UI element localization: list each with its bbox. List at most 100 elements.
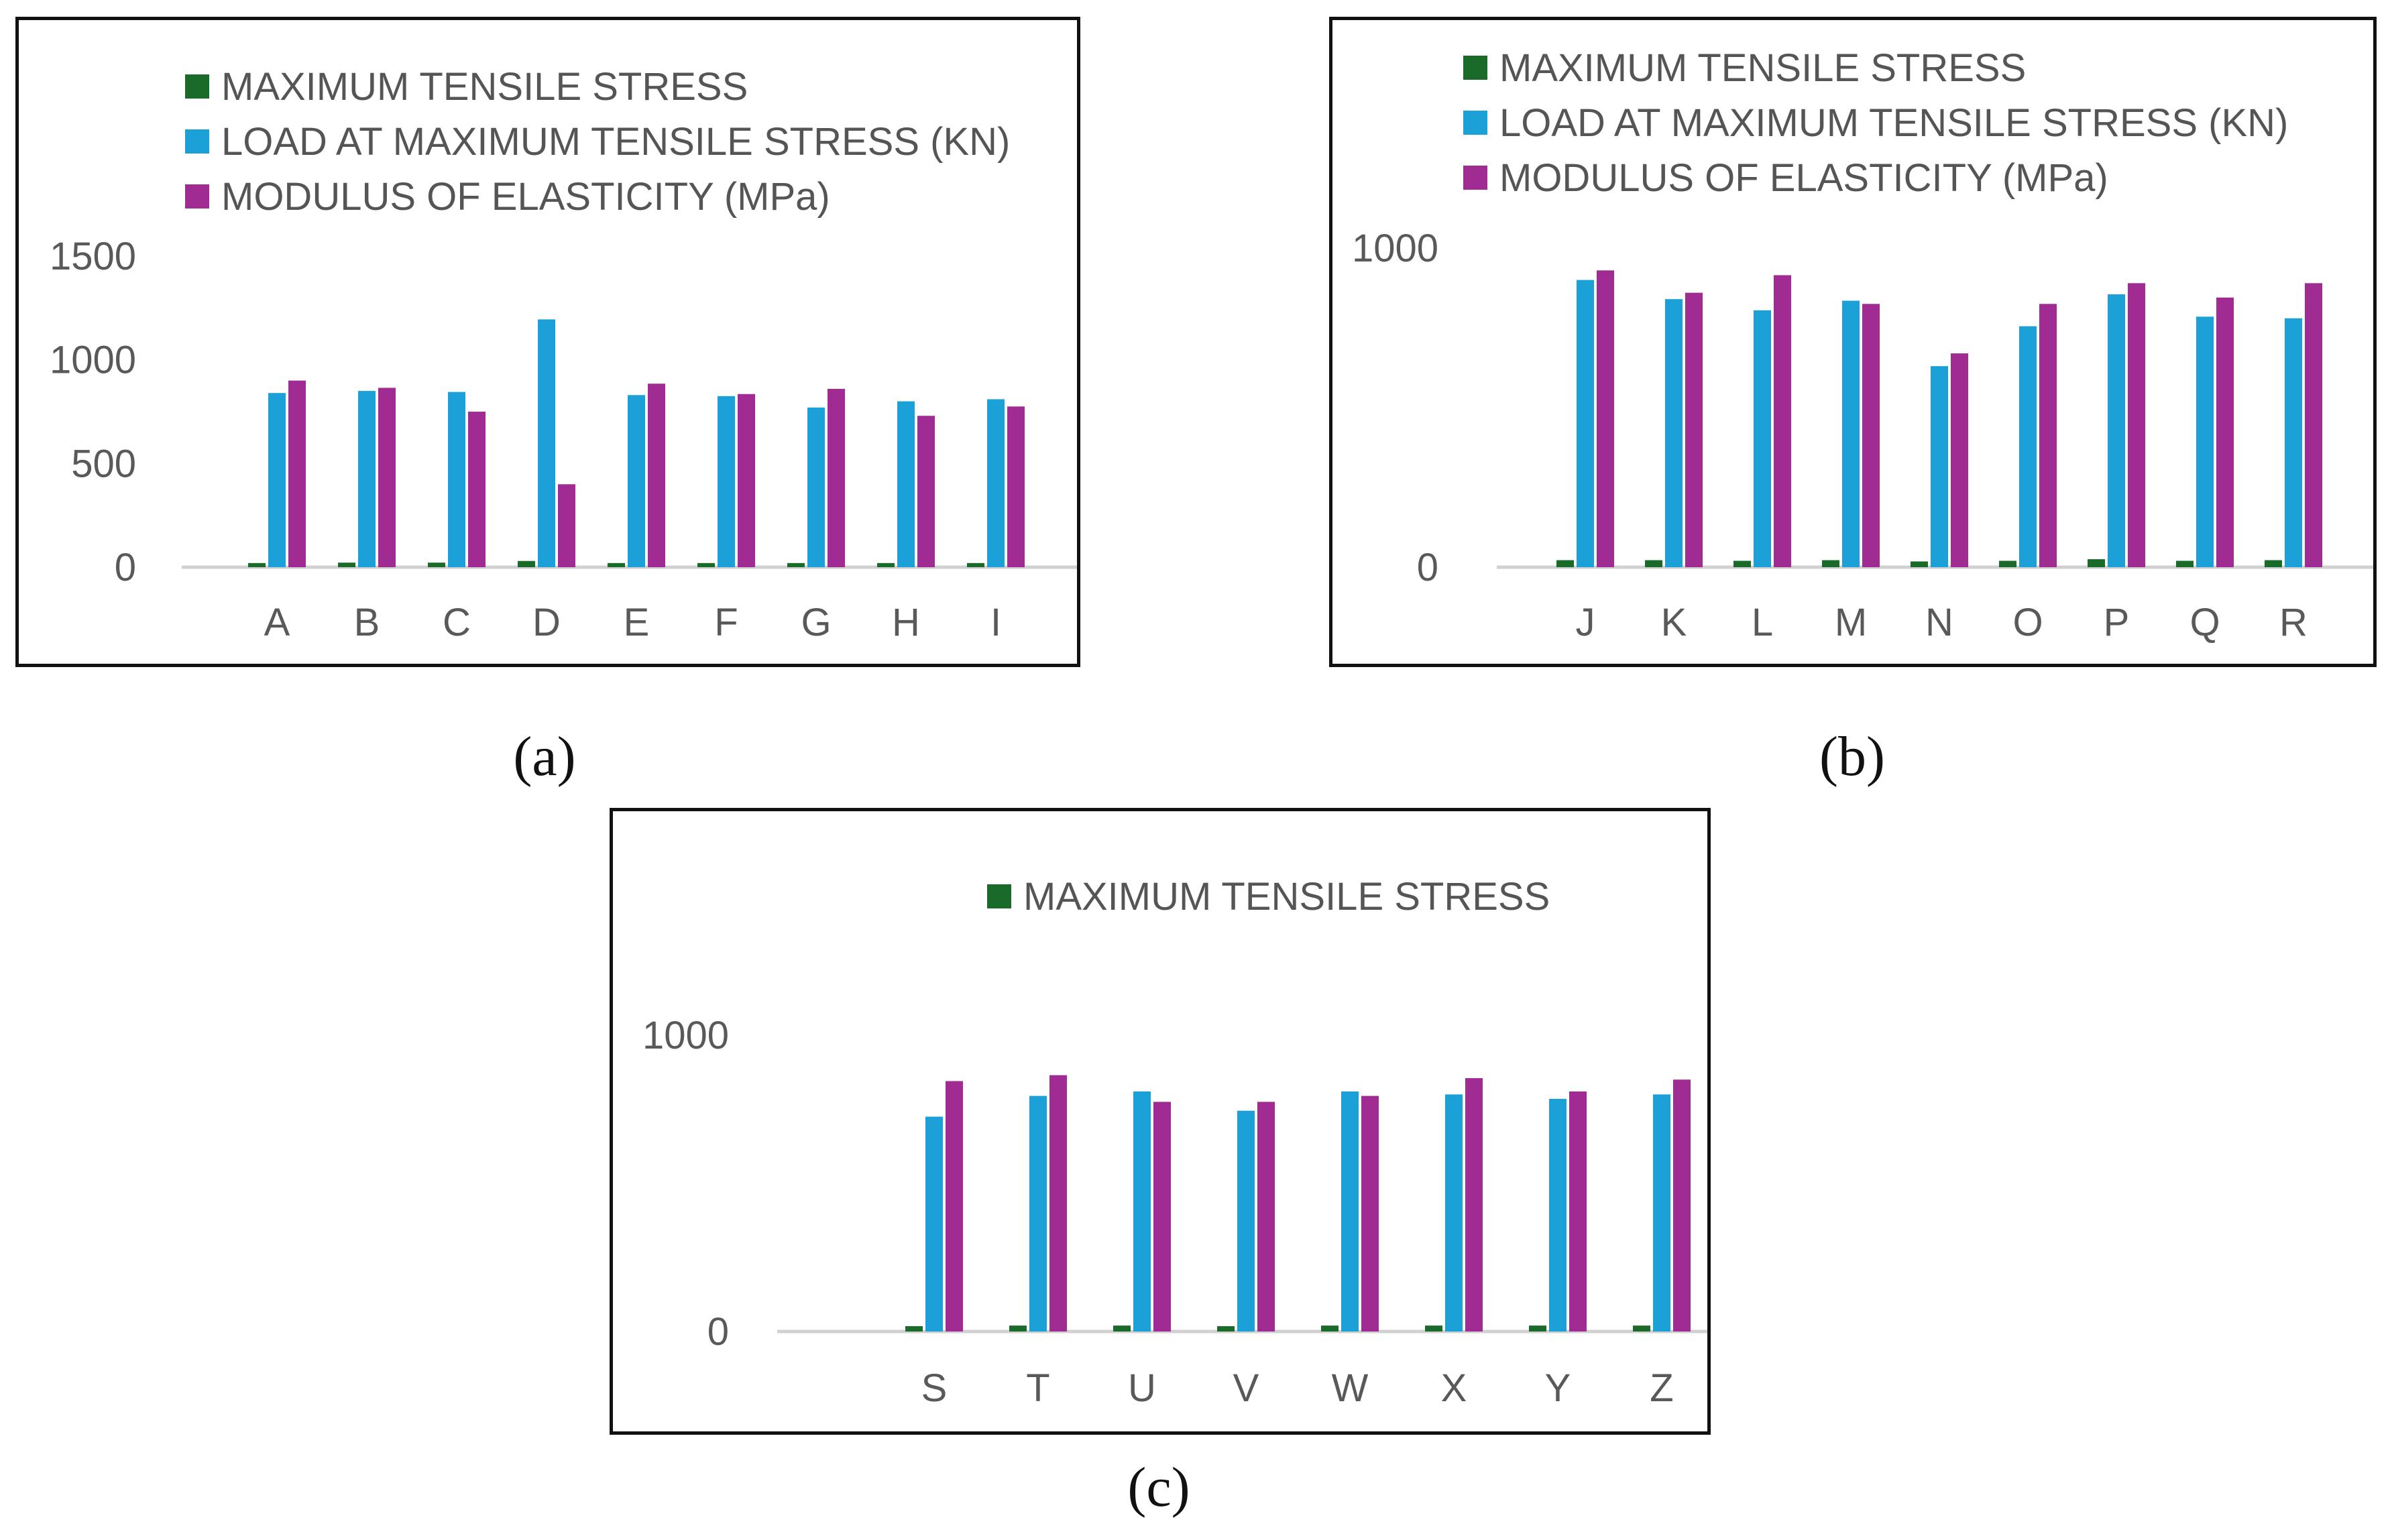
bar-stress-V: [1217, 1326, 1235, 1331]
bar-load-J: [1577, 280, 1594, 567]
bar-stress-N: [1911, 561, 1928, 567]
bar-stress-F: [697, 562, 715, 567]
bar-modulus-M: [1862, 304, 1880, 567]
bar-stress-P: [2088, 559, 2105, 567]
bar-stress-G: [787, 562, 805, 567]
bar-load-X: [1445, 1094, 1463, 1331]
x-tick-label: T: [1026, 1366, 1049, 1410]
bar-stress-H: [877, 562, 895, 567]
caption-c: (c): [1127, 1456, 1190, 1519]
x-tick-label: J: [1576, 601, 1595, 644]
legend-label: MAXIMUM TENSILE STRESS: [221, 64, 748, 109]
x-tick-label: X: [1441, 1366, 1467, 1410]
y-tick-label: 1000: [50, 339, 136, 382]
bar-load-W: [1341, 1091, 1359, 1331]
bar-load-K: [1665, 299, 1683, 567]
bar-modulus-W: [1361, 1095, 1379, 1331]
legend-swatch-modulus: [185, 184, 209, 209]
bar-modulus-H: [917, 416, 935, 567]
legend-label: LOAD AT MAXIMUM TENSILE STRESS (KN): [221, 119, 1011, 164]
bar-modulus-S: [946, 1081, 963, 1331]
bar-load-S: [925, 1116, 943, 1331]
bar-stress-O: [1999, 560, 2016, 567]
bar-stress-M: [1822, 560, 1839, 567]
y-tick-label: 1000: [642, 1014, 729, 1057]
bar-modulus-L: [1774, 275, 1791, 567]
x-tick-label: A: [264, 601, 290, 644]
bar-stress-X: [1425, 1325, 1442, 1331]
bar-stress-I: [967, 562, 984, 567]
bar-load-A: [268, 393, 286, 567]
bar-modulus-B: [378, 388, 396, 567]
x-tick-label: M: [1835, 601, 1867, 644]
caption-b: (b): [1819, 725, 1885, 788]
bar-load-U: [1133, 1091, 1151, 1331]
legend-label: MAXIMUM TENSILE STRESS: [1499, 46, 2027, 90]
bar-modulus-O: [2039, 304, 2057, 567]
bar-modulus-X: [1465, 1078, 1483, 1331]
bar-stress-L: [1733, 560, 1751, 567]
bar-load-Q: [2196, 316, 2214, 567]
legend-item: MODULUS OF ELASTICITY (MPa): [1463, 150, 2288, 205]
legend-item: MODULUS OF ELASTICITY (MPa): [185, 169, 1010, 224]
legend-label: LOAD AT MAXIMUM TENSILE STRESS (KN): [1499, 101, 2289, 145]
legend-item: MAXIMUM TENSILE STRESS: [185, 59, 1010, 114]
x-tick-label: Z: [1650, 1366, 1673, 1410]
x-tick-label: S: [921, 1366, 948, 1410]
x-tick-label: G: [801, 601, 831, 644]
x-tick-label: E: [624, 601, 650, 644]
bar-load-F: [718, 396, 735, 567]
x-tick-label: C: [443, 601, 471, 644]
bar-load-B: [358, 391, 376, 567]
bar-stress-U: [1113, 1325, 1131, 1331]
y-tick-label: 0: [115, 546, 136, 589]
bar-modulus-A: [288, 380, 306, 567]
x-tick-label: I: [990, 601, 1001, 644]
bar-stress-K: [1645, 560, 1662, 567]
bar-load-I: [987, 399, 1005, 567]
x-tick-label: W: [1332, 1366, 1369, 1410]
bar-load-R: [2285, 318, 2302, 567]
x-tick-label: Y: [1545, 1366, 1571, 1410]
legend-swatch-load: [1463, 111, 1487, 135]
bar-load-H: [897, 401, 915, 567]
x-tick-label: B: [354, 601, 380, 644]
bar-stress-Q: [2176, 560, 2194, 567]
legend-label: MAXIMUM TENSILE STRESS: [1023, 874, 1550, 919]
legend-label: MODULUS OF ELASTICITY (MPa): [221, 174, 830, 219]
bar-modulus-R: [2305, 283, 2322, 567]
x-tick-label: R: [2279, 601, 2308, 644]
bar-modulus-C: [468, 412, 486, 567]
bar-modulus-G: [828, 389, 845, 567]
bar-modulus-U: [1153, 1102, 1171, 1331]
bar-stress-C: [428, 562, 445, 567]
bar-load-E: [628, 395, 645, 567]
x-tick-label: L: [1752, 601, 1773, 644]
bar-stress-B: [338, 562, 355, 567]
x-tick-label: U: [1128, 1366, 1156, 1410]
bar-stress-Z: [1633, 1325, 1650, 1331]
bar-modulus-T: [1049, 1075, 1067, 1331]
legend-b: MAXIMUM TENSILE STRESS LOAD AT MAXIMUM T…: [1463, 40, 2288, 205]
bar-load-O: [2019, 326, 2037, 567]
bar-load-T: [1029, 1095, 1047, 1331]
x-tick-label: N: [1925, 601, 1953, 644]
x-tick-label: V: [1233, 1366, 1259, 1410]
bar-load-G: [807, 407, 825, 567]
x-tick-label: O: [2012, 601, 2043, 644]
y-tick-label: 0: [1417, 546, 1438, 589]
x-tick-label: Q: [2189, 601, 2220, 644]
legend-swatch-stress: [987, 884, 1011, 908]
bar-stress-D: [518, 560, 535, 567]
legend-swatch-stress: [185, 74, 209, 99]
bar-modulus-J: [1597, 270, 1614, 567]
bar-stress-J: [1556, 560, 1574, 567]
legend-swatch-stress: [1463, 56, 1487, 80]
y-tick-label: 0: [707, 1310, 729, 1354]
legend-item: LOAD AT MAXIMUM TENSILE STRESS (KN): [185, 114, 1010, 169]
